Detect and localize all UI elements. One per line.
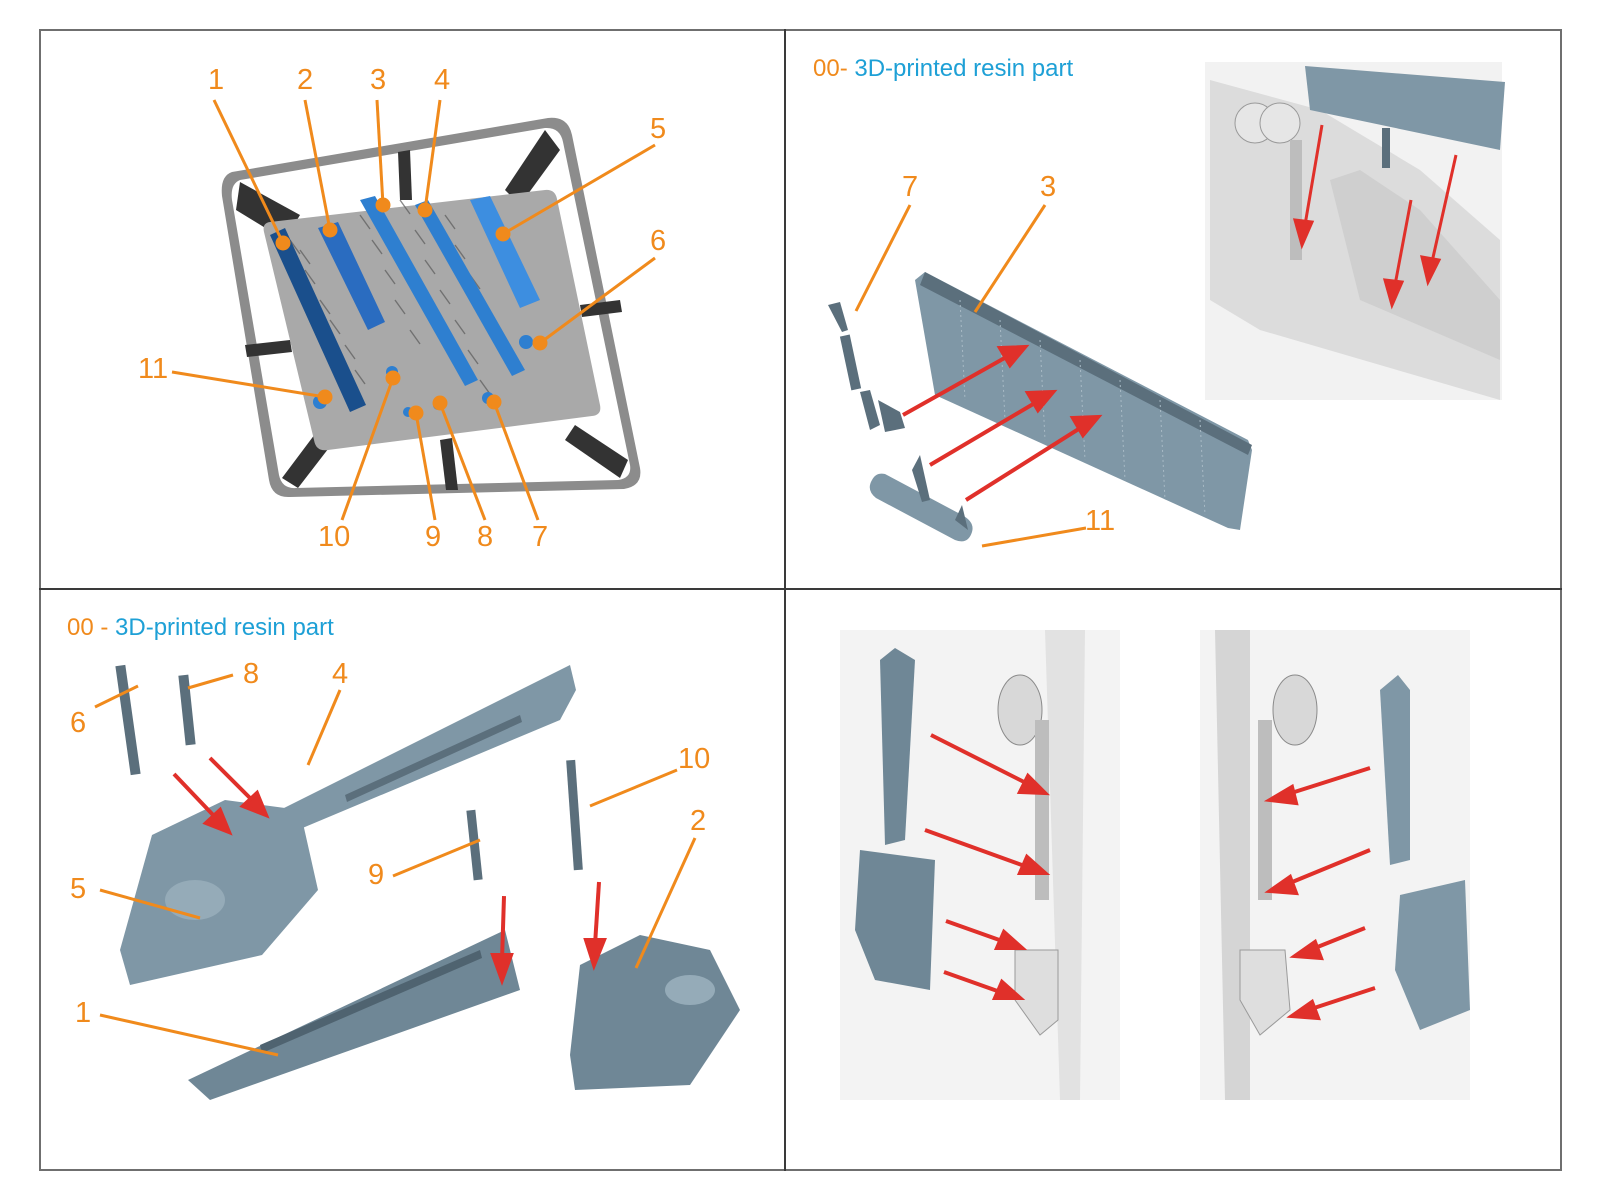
instruction-sheet-frame xyxy=(39,29,1562,1171)
callout-2: 2 xyxy=(297,64,313,96)
panel-main-door-assembly: 00- 3D-printed resin part xyxy=(786,31,1560,588)
assembly-arrows xyxy=(172,756,607,986)
callout-11: 11 xyxy=(138,353,168,385)
resin-panel-part-2 xyxy=(570,935,740,1090)
panel-caption: 00 - 3D-printed resin part xyxy=(67,614,334,642)
aircraft-inset-view xyxy=(1205,62,1505,400)
caption-separator: - xyxy=(93,614,116,641)
panel-installation-views xyxy=(786,590,1560,1169)
panel-caption: 00- 3D-printed resin part xyxy=(813,55,1073,83)
callout-8: 8 xyxy=(243,658,259,690)
callout-numbers: 1 2 3 4 5 6 7 8 9 10 11 xyxy=(138,64,666,553)
caption-separator: - xyxy=(839,55,855,82)
panel-print-plate: 1 2 3 4 5 6 7 8 9 10 11 xyxy=(41,31,784,588)
print-supports xyxy=(289,199,516,395)
callout-6: 6 xyxy=(70,707,86,739)
left-installation-view xyxy=(840,630,1120,1100)
gear-doors-illustration: 8 4 6 10 2 5 9 1 xyxy=(70,658,740,1100)
callout-3: 3 xyxy=(1040,171,1056,203)
callout-leaders xyxy=(94,673,697,1057)
callout-10: 10 xyxy=(318,521,350,553)
caption-code: 00 xyxy=(813,55,840,82)
callout-5: 5 xyxy=(70,873,86,905)
callout-1: 1 xyxy=(75,997,91,1029)
assembly-arrows xyxy=(902,344,1103,502)
callout-10: 10 xyxy=(678,743,710,775)
callout-7: 7 xyxy=(532,521,548,553)
callout-11: 11 xyxy=(1085,505,1115,537)
callout-9: 9 xyxy=(368,859,384,891)
callout-8: 8 xyxy=(477,521,493,553)
caption-text: 3D-printed resin part xyxy=(115,614,334,641)
callout-1: 1 xyxy=(208,64,224,96)
panel-divider-horizontal xyxy=(39,588,1562,590)
print-plate-illustration: 1 2 3 4 5 6 7 8 9 10 11 xyxy=(138,64,666,553)
callout-9: 9 xyxy=(425,521,441,553)
resin-strut-part-7 xyxy=(828,302,905,432)
caption-text: 3D-printed resin part xyxy=(854,55,1074,82)
door-assembly-illustration: 7 3 11 xyxy=(828,62,1505,548)
callout-3: 3 xyxy=(370,64,386,96)
callout-7: 7 xyxy=(902,171,918,203)
installation-illustration xyxy=(840,630,1470,1100)
resin-door-part-4 xyxy=(250,665,576,845)
caption-code: 00 xyxy=(67,614,94,641)
resin-tank-part-11 xyxy=(869,455,973,542)
callout-4: 4 xyxy=(434,64,450,96)
installation-arrows xyxy=(924,733,1376,1021)
callout-5: 5 xyxy=(650,113,666,145)
callout-leaders xyxy=(854,204,1087,548)
callout-2: 2 xyxy=(690,805,706,837)
resin-door-part-3 xyxy=(915,272,1252,530)
printed-parts xyxy=(270,196,540,417)
callout-4: 4 xyxy=(332,658,348,690)
callout-leaders xyxy=(171,99,656,521)
callout-6: 6 xyxy=(650,225,666,257)
panel-gear-doors-assembly: 00 - 3D-printed resin part xyxy=(41,590,784,1169)
inset-arrows xyxy=(1292,124,1458,310)
panel-divider-vertical xyxy=(784,29,786,1171)
